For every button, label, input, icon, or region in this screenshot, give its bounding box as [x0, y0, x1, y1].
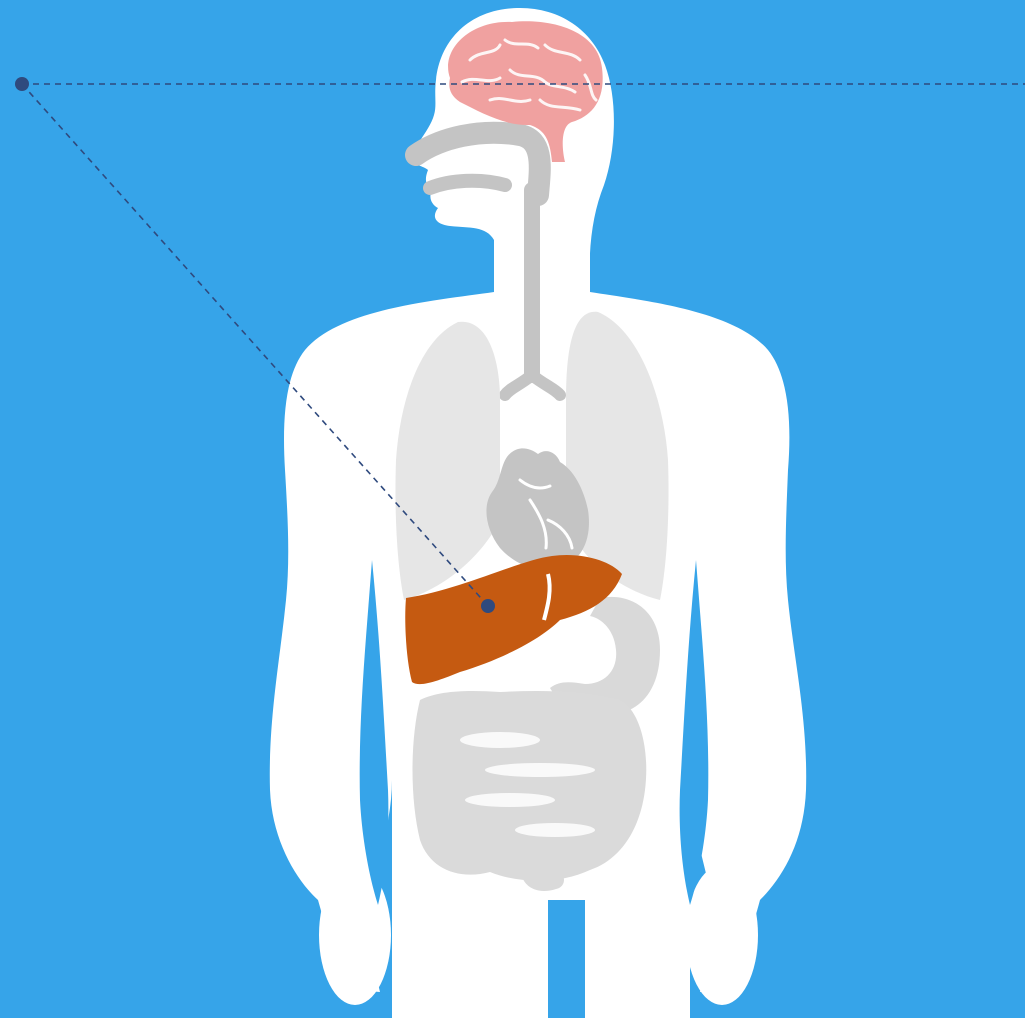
right-hand: [686, 865, 758, 1005]
pointer-origin-dot: [15, 77, 29, 91]
intestines: [413, 691, 647, 882]
pointer-liver-dot: [481, 599, 495, 613]
